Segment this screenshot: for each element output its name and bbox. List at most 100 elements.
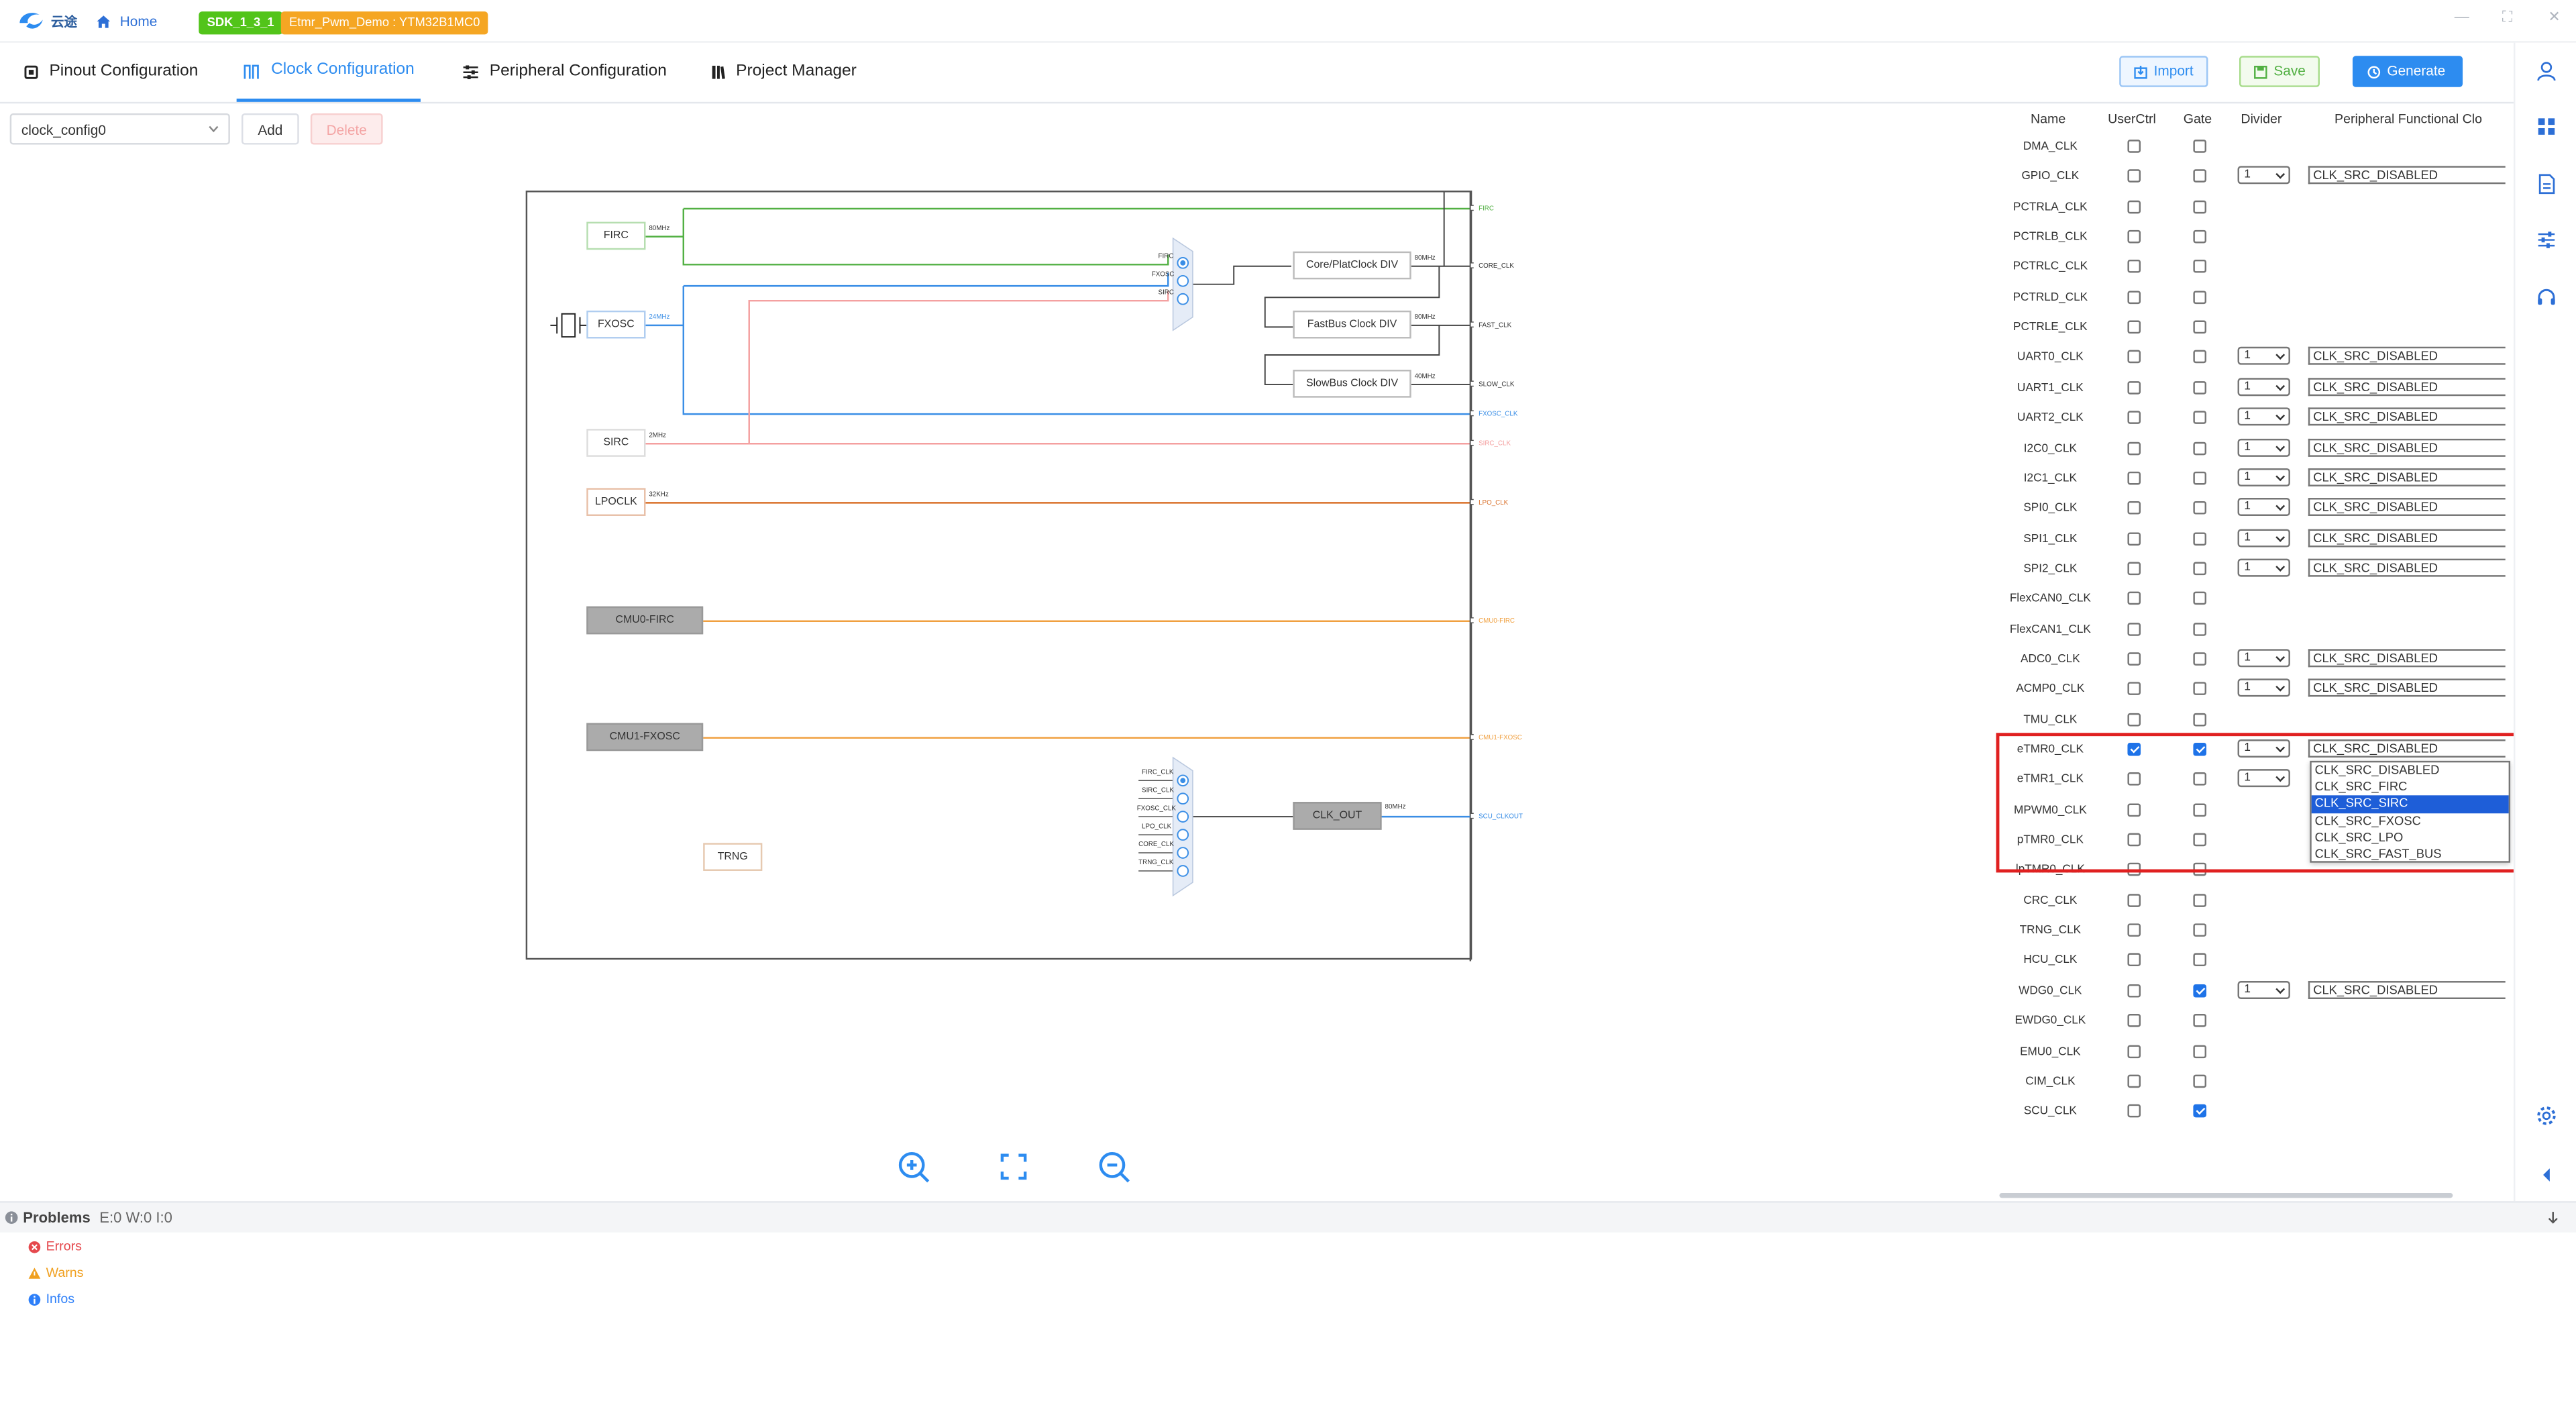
userctrl-checkbox[interactable] (2127, 802, 2141, 817)
gate-checkbox[interactable] (2193, 712, 2207, 726)
cmu0-firc-block[interactable]: CMU0-FIRC (586, 606, 704, 635)
gate-checkbox[interactable] (2193, 140, 2207, 153)
gate-checkbox[interactable] (2193, 923, 2207, 937)
lpoclk-block[interactable]: LPOCLK (586, 488, 646, 516)
clock-source-select[interactable]: CLK_SRC_DISABLED (2308, 980, 2506, 999)
userctrl-checkbox[interactable] (2127, 531, 2141, 545)
gate-checkbox[interactable] (2193, 652, 2207, 666)
gate-checkbox[interactable] (2193, 471, 2207, 485)
userctrl-checkbox[interactable] (2127, 170, 2141, 183)
userctrl-checkbox[interactable] (2127, 772, 2141, 786)
sirc-block[interactable]: SIRC (586, 429, 646, 457)
collapse-down-icon[interactable] (2546, 1211, 2560, 1225)
gate-checkbox[interactable] (2193, 833, 2207, 847)
gate-checkbox[interactable] (2193, 622, 2207, 635)
userctrl-checkbox[interactable] (2127, 1104, 2141, 1118)
divider-select[interactable]: 1 (2237, 377, 2290, 396)
firc-block[interactable]: FIRC (586, 221, 646, 250)
gate-checkbox[interactable] (2193, 350, 2207, 364)
userctrl-checkbox[interactable] (2127, 833, 2141, 847)
generate-button[interactable]: Generate (2352, 56, 2463, 87)
core-plat-clock-div-block[interactable]: Core/PlatClock DIV (1293, 251, 1411, 280)
divider-select[interactable]: 1 (2237, 649, 2290, 668)
userctrl-checkbox[interactable] (2127, 984, 2141, 998)
userctrl-checkbox[interactable] (2127, 229, 2141, 244)
gate-checkbox[interactable] (2193, 170, 2207, 183)
add-button[interactable]: Add (241, 113, 299, 145)
gate-checkbox[interactable] (2193, 953, 2207, 968)
tab-pinout-configuration[interactable]: Pinout Configuration (16, 43, 205, 102)
zoom-out-icon[interactable] (1095, 1149, 1132, 1185)
gate-checkbox[interactable] (2193, 320, 2207, 334)
grid-icon[interactable] (2535, 115, 2558, 138)
divider-select[interactable]: 1 (2237, 769, 2290, 788)
userctrl-checkbox[interactable] (2127, 1044, 2141, 1057)
userctrl-checkbox[interactable] (2127, 320, 2141, 334)
dropdown-option[interactable]: CLK_SRC_FXOSC (2314, 813, 2421, 828)
userctrl-checkbox[interactable] (2127, 742, 2141, 756)
gate-checkbox[interactable] (2193, 290, 2207, 304)
gate-checkbox[interactable] (2193, 984, 2207, 998)
clock-source-select[interactable]: CLK_SRC_DISABLED (2308, 498, 2506, 517)
clock-source-select[interactable]: CLK_SRC_DISABLED (2308, 679, 2506, 698)
gate-checkbox[interactable] (2193, 441, 2207, 455)
clock-source-select[interactable]: CLK_SRC_DISABLED (2308, 528, 2506, 547)
gate-checkbox[interactable] (2193, 229, 2207, 244)
clock-source-select[interactable]: CLK_SRC_DISABLED (2308, 377, 2506, 396)
clock-source-select[interactable]: CLK_SRC_DISABLED (2308, 739, 2506, 758)
save-button[interactable]: Save (2239, 56, 2320, 87)
tab-peripheral-configuration[interactable]: Peripheral Configuration (455, 43, 673, 102)
headset-icon[interactable] (2535, 286, 2558, 309)
divider-select[interactable]: 1 (2237, 437, 2290, 456)
collapse-icon[interactable] (2535, 1163, 2558, 1186)
gate-checkbox[interactable] (2193, 562, 2207, 575)
divider-select[interactable]: 1 (2237, 528, 2290, 547)
gate-checkbox[interactable] (2193, 893, 2207, 907)
gate-checkbox[interactable] (2193, 682, 2207, 696)
gate-checkbox[interactable] (2193, 531, 2207, 545)
fit-screen-icon[interactable] (996, 1149, 1032, 1185)
import-button[interactable]: Import (2119, 56, 2208, 87)
userctrl-checkbox[interactable] (2127, 140, 2141, 153)
problems-warns-item[interactable]: Warns (28, 1265, 84, 1280)
user-icon[interactable] (2535, 59, 2558, 82)
trng-block[interactable]: TRNG (703, 843, 763, 871)
clock-source-select[interactable]: CLK_SRC_DISABLED (2308, 649, 2506, 668)
clock-source-select[interactable]: CLK_SRC_DISABLED (2308, 166, 2506, 185)
userctrl-checkbox[interactable] (2127, 260, 2141, 274)
clk-out-block[interactable]: CLK_OUT (1293, 802, 1382, 830)
home-icon[interactable] (95, 13, 111, 30)
userctrl-checkbox[interactable] (2127, 501, 2141, 515)
userctrl-checkbox[interactable] (2127, 441, 2141, 455)
gate-checkbox[interactable] (2193, 501, 2207, 515)
userctrl-checkbox[interactable] (2127, 863, 2141, 877)
zoom-in-icon[interactable] (896, 1149, 932, 1185)
gate-checkbox[interactable] (2193, 742, 2207, 756)
tab-clock-configuration[interactable]: Clock Configuration (236, 43, 421, 102)
settings-icon[interactable] (2535, 1104, 2558, 1127)
divider-select[interactable]: 1 (2237, 347, 2290, 366)
gate-checkbox[interactable] (2193, 1104, 2207, 1118)
userctrl-checkbox[interactable] (2127, 652, 2141, 666)
userctrl-checkbox[interactable] (2127, 290, 2141, 304)
divider-select[interactable]: 1 (2237, 498, 2290, 517)
gate-checkbox[interactable] (2193, 200, 2207, 213)
userctrl-checkbox[interactable] (2127, 622, 2141, 635)
cmu1-fxosc-block[interactable]: CMU1-FXOSC (586, 723, 704, 751)
dropdown-option[interactable]: CLK_SRC_DISABLED (2314, 762, 2440, 778)
gate-checkbox[interactable] (2193, 380, 2207, 395)
clock-source-select[interactable]: CLK_SRC_DISABLED (2308, 437, 2506, 456)
clock-source-select[interactable]: CLK_SRC_DISABLED (2308, 558, 2506, 577)
clock-source-select[interactable]: CLK_SRC_DISABLED (2308, 347, 2506, 366)
userctrl-checkbox[interactable] (2127, 682, 2141, 696)
tab-project-manager[interactable]: Project Manager (703, 43, 863, 102)
dropdown-option[interactable]: CLK_SRC_SIRC (2311, 796, 2509, 813)
fastbus-clock-div-block[interactable]: FastBus Clock DIV (1293, 310, 1411, 339)
userctrl-checkbox[interactable] (2127, 380, 2141, 395)
userctrl-checkbox[interactable] (2127, 471, 2141, 485)
userctrl-checkbox[interactable] (2127, 1074, 2141, 1088)
userctrl-checkbox[interactable] (2127, 411, 2141, 425)
divider-select[interactable]: 1 (2237, 407, 2290, 426)
userctrl-checkbox[interactable] (2127, 592, 2141, 605)
